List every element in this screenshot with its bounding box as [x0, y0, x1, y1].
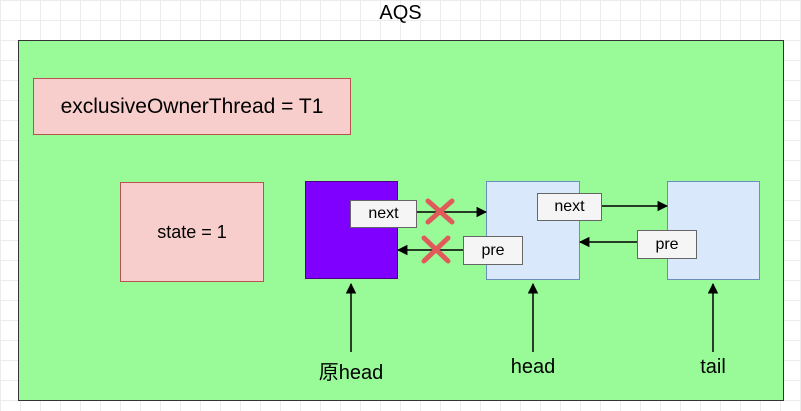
- exclusive-owner-thread-box: exclusiveOwnerThread = T1: [33, 78, 351, 135]
- tail-pre-pointer: pre: [637, 230, 697, 259]
- diagram-title: AQS: [379, 2, 422, 24]
- state-box: state = 1: [120, 182, 264, 282]
- cross-icon-next: [425, 198, 455, 225]
- old-head-node: [305, 181, 398, 279]
- head-pre-pointer: pre: [463, 236, 523, 265]
- cross-icon-pre: [421, 235, 451, 264]
- tail-caption: tail: [700, 356, 726, 378]
- old-head-caption: 原head: [318, 362, 384, 384]
- head-next-pointer: next: [537, 193, 602, 221]
- old-head-next-pointer: next: [350, 200, 417, 228]
- head-caption: head: [510, 356, 556, 378]
